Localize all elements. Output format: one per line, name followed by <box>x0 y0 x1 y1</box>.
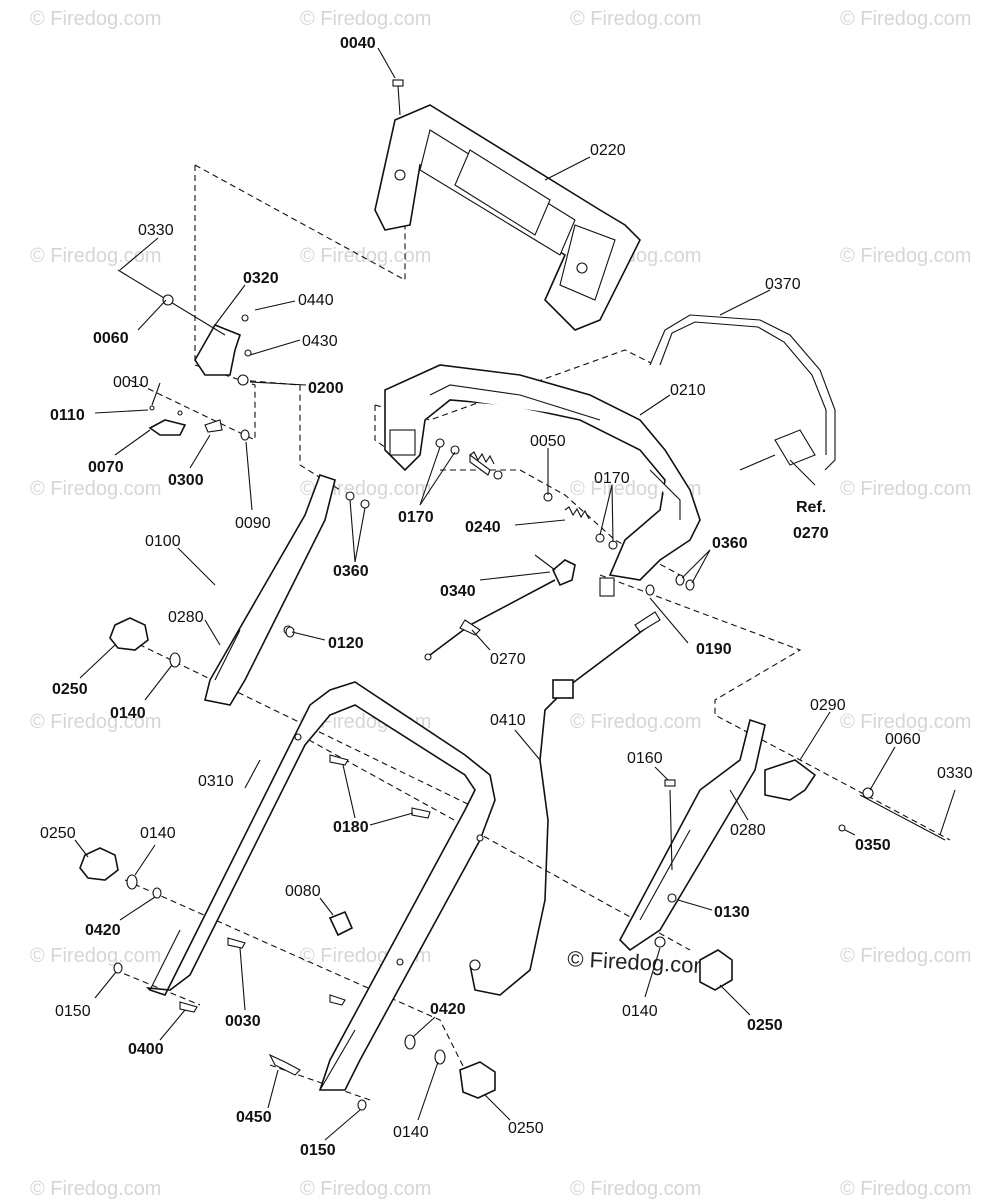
callout-0340: 0340 <box>440 583 476 600</box>
callout-0290: 0290 <box>810 697 846 714</box>
lower-handle-0310 <box>145 681 496 1091</box>
callout-0350: 0350 <box>855 837 891 854</box>
callout-0150-bottom: 0150 <box>300 1142 336 1159</box>
callout-0250-d: 0250 <box>508 1120 544 1137</box>
callout-0320: 0320 <box>243 270 279 287</box>
watermark-text: © Firedog.com <box>300 8 431 30</box>
control-bar <box>374 104 641 331</box>
watermark-text: © Firedog.com <box>570 711 701 733</box>
callout-0170-left: 0170 <box>398 509 434 526</box>
callout-0310: 0310 <box>198 773 234 790</box>
callout-0400: 0400 <box>128 1041 164 1058</box>
callout-0370: 0370 <box>765 276 801 293</box>
middle-handle <box>384 364 701 597</box>
callout-0090: 0090 <box>235 515 271 532</box>
watermark-text: © Firedog.com <box>30 245 161 267</box>
callout-ref: Ref. <box>796 499 826 516</box>
knobs <box>79 617 733 1099</box>
bolt-0040 <box>392 79 404 116</box>
callout-0150-left: 0150 <box>55 1003 91 1020</box>
callout-0410: 0410 <box>490 712 526 729</box>
watermark-text: © Firedog.com <box>840 1178 971 1200</box>
callout-0250-a: 0250 <box>52 681 88 698</box>
callout-0170-right: 0170 <box>594 470 630 487</box>
callout-0280-right: 0280 <box>730 822 766 839</box>
watermark-text: © Firedog.com <box>840 478 971 500</box>
callout-0430: 0430 <box>302 333 338 350</box>
watermark-text: © Firedog.com <box>840 245 971 267</box>
callout-0130: 0130 <box>714 904 750 921</box>
callout-0010: 0010 <box>113 374 149 391</box>
callout-0060-right: 0060 <box>885 731 921 748</box>
callout-0240: 0240 <box>465 519 501 536</box>
callout-0200: 0200 <box>308 380 344 397</box>
callout-0030: 0030 <box>225 1013 261 1030</box>
callout-0140-a: 0140 <box>110 705 146 722</box>
callout-0040: 0040 <box>340 35 376 52</box>
callout-0280-left: 0280 <box>168 609 204 626</box>
washers <box>113 574 695 1111</box>
callouts: 0040 0220 0330 0320 0440 0060 0430 0200 … <box>40 35 973 1159</box>
cable-0270 <box>424 554 576 661</box>
cable-0410 <box>469 611 661 996</box>
callout-0120: 0120 <box>328 635 364 652</box>
watermark-text: © Firedog.com <box>30 8 161 30</box>
callout-0070: 0070 <box>88 459 124 476</box>
callout-0160: 0160 <box>627 750 663 767</box>
callout-0270-ref: 0270 <box>793 525 829 542</box>
watermark-text: © Firedog.com <box>300 1178 431 1200</box>
clip-0080 <box>328 910 354 937</box>
watermark-text: © Firedog.com <box>840 8 971 30</box>
callout-0300: 0300 <box>168 472 204 489</box>
callout-0330-top: 0330 <box>138 222 174 239</box>
bail-0370 <box>649 314 836 471</box>
callout-0360-left: 0360 <box>333 563 369 580</box>
watermark-text: © Firedog.com <box>30 711 161 733</box>
watermark-text: © Firedog.com <box>570 8 701 30</box>
callout-0140-c: 0140 <box>622 1003 658 1020</box>
callout-0190: 0190 <box>696 641 732 658</box>
callout-0330-right: 0330 <box>937 765 973 782</box>
bracket-0290 <box>764 759 946 841</box>
callout-0050: 0050 <box>530 433 566 450</box>
watermark-text: © Firedog.com <box>840 711 971 733</box>
callout-0100: 0100 <box>145 533 181 550</box>
callout-0180: 0180 <box>333 819 369 836</box>
callout-0360-right: 0360 <box>712 535 748 552</box>
springs <box>435 438 618 550</box>
watermark-center: © Firedog.com <box>567 946 713 979</box>
callout-0420-right: 0420 <box>430 1001 466 1018</box>
callout-0110: 0110 <box>50 407 85 424</box>
watermark-text: © Firedog.com <box>30 478 161 500</box>
callout-0140-b: 0140 <box>140 825 176 842</box>
watermark-text: © Firedog.com <box>840 945 971 967</box>
bolts <box>179 754 431 1076</box>
callout-0450: 0450 <box>236 1109 272 1126</box>
callout-0080: 0080 <box>285 883 321 900</box>
callout-0140-d: 0140 <box>393 1124 429 1141</box>
callout-0060-top: 0060 <box>93 330 129 347</box>
watermark-text: © Firedog.com <box>30 1178 161 1200</box>
callout-0250-b: 0250 <box>40 825 76 842</box>
bracket-assembly <box>117 269 252 386</box>
watermark-text: © Firedog.com <box>300 245 431 267</box>
callout-0220: 0220 <box>590 142 626 159</box>
watermark-text: © Firedog.com <box>30 945 161 967</box>
callout-0270: 0270 <box>490 651 526 668</box>
small-parts <box>148 405 250 441</box>
leader-lines <box>74 47 956 1141</box>
watermark-text: © Firedog.com <box>570 1178 701 1200</box>
right-arm-0280 <box>619 718 766 952</box>
callout-0420-left: 0420 <box>85 922 121 939</box>
callout-0440: 0440 <box>298 292 334 309</box>
callout-0210: 0210 <box>670 382 706 399</box>
left-arm-0280 <box>204 473 370 706</box>
callout-0250-c: 0250 <box>747 1017 783 1034</box>
